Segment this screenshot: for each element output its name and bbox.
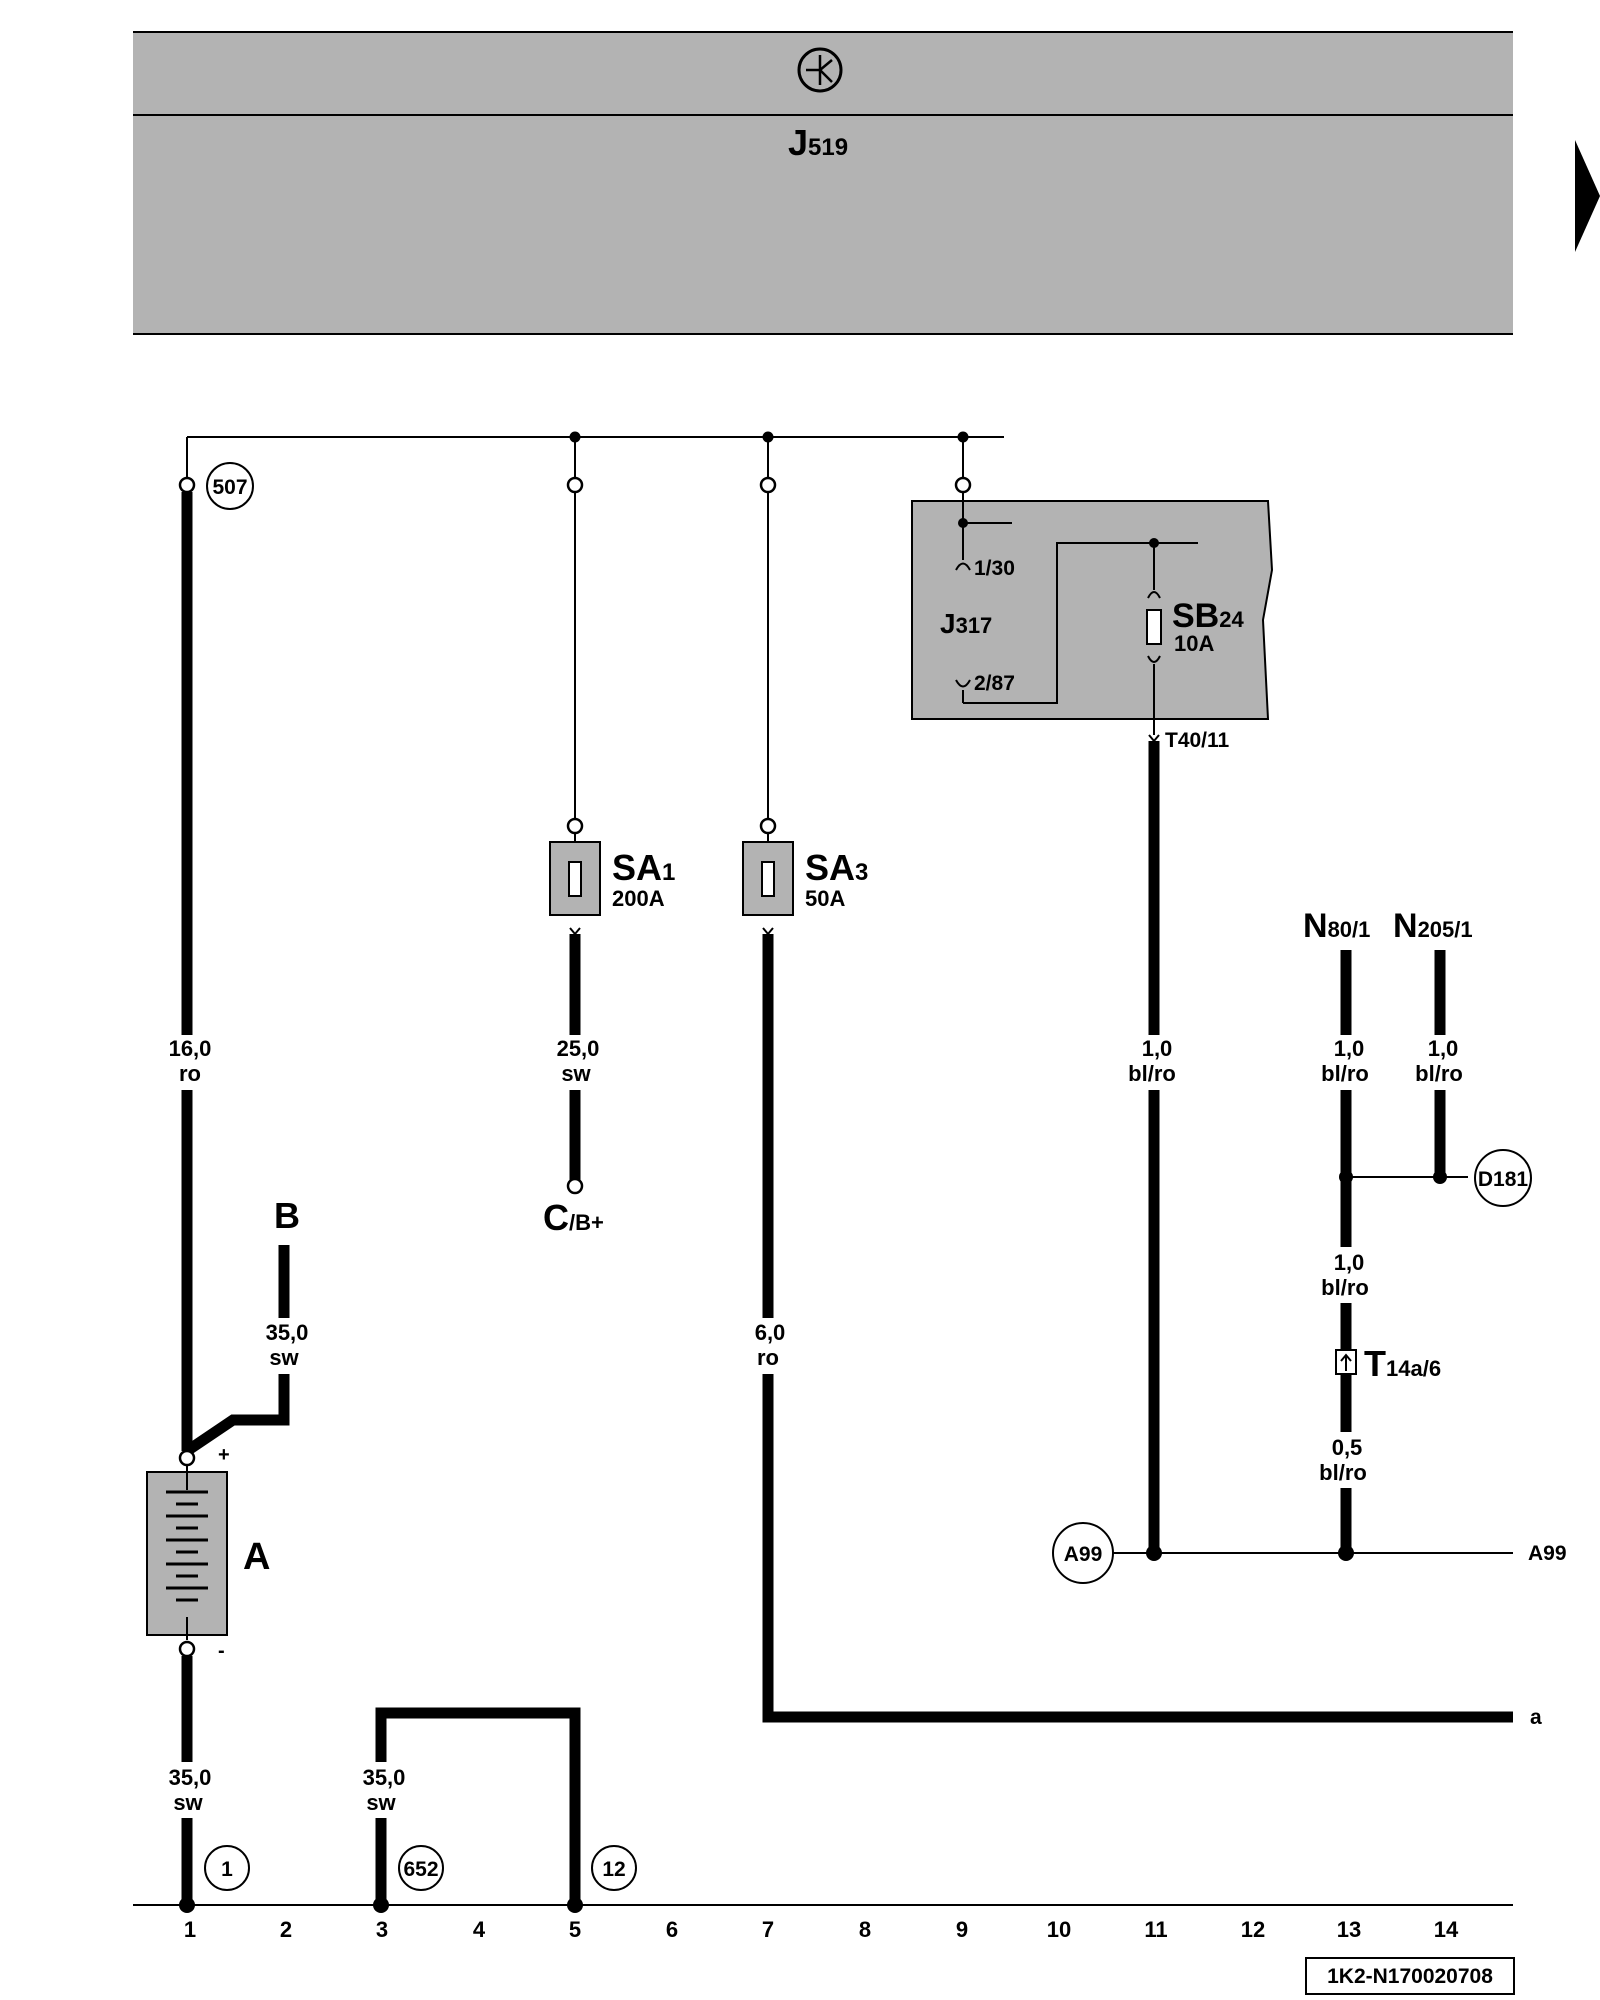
valve-n205-wire-color: bl/ro xyxy=(1415,1061,1463,1086)
column-number: 8 xyxy=(859,1917,871,1942)
column-number: 13 xyxy=(1337,1917,1361,1942)
relay-box: 1/30 J317 2/87 SB24 10A T40/11 xyxy=(911,476,1274,752)
triangle-right-icon[interactable] xyxy=(1575,140,1600,252)
mid-wire-color: bl/ro xyxy=(1321,1275,1369,1300)
column-number: 7 xyxy=(762,1917,774,1942)
column-number: 10 xyxy=(1047,1917,1071,1942)
fuse-sa1-wire-size: 25,0 xyxy=(557,1036,600,1061)
column-number: 9 xyxy=(956,1917,968,1942)
relay-label: J317 xyxy=(940,608,992,639)
column-number: 2 xyxy=(280,1917,292,1942)
ground-strap-color: sw xyxy=(366,1790,396,1815)
column-number: 1 xyxy=(184,1917,196,1942)
connector-t14-label: T14a/6 xyxy=(1364,1343,1441,1384)
battery-feed-wire: 507 16,0 ro xyxy=(160,462,254,1451)
a99-line: A99 A99 xyxy=(1052,1522,1567,1584)
valve-n80-wire-size: 1,0 xyxy=(1334,1036,1365,1061)
control-unit-panel: J519 xyxy=(133,31,1513,335)
control-unit-label: J519 xyxy=(788,122,848,163)
circle-label-d181: D181 xyxy=(1478,1168,1529,1191)
battery: + - A xyxy=(146,1444,270,1662)
diagram-code: 1K2-N170020708 xyxy=(1327,1965,1493,1988)
circle-label-652: 652 xyxy=(403,1858,438,1881)
top-bus xyxy=(186,431,1004,485)
diagram-code-box: 1K2-N170020708 xyxy=(1305,1957,1515,1995)
wire-color-507: ro xyxy=(179,1061,201,1086)
column-number: 3 xyxy=(376,1917,388,1942)
low-wire-color: bl/ro xyxy=(1319,1460,1367,1485)
t40-wire: 1,0 bl/ro xyxy=(1124,741,1184,1553)
valve-n205-wire-size: 1,0 xyxy=(1428,1036,1459,1061)
fuse-sa3-label: SA3 xyxy=(805,847,868,888)
output-a-label: a xyxy=(1530,1706,1542,1729)
battery-label: A xyxy=(243,1536,270,1578)
valve-n205-label: N205/1 xyxy=(1393,907,1473,945)
column-number: 12 xyxy=(1241,1917,1265,1942)
fuse-sb24-rating: 10A xyxy=(1174,631,1214,656)
fuse-sa1-branch: SA1 200A 25,0 sw C/B+ xyxy=(543,476,675,1238)
battery-ground-wire-size: 35,0 xyxy=(169,1765,212,1790)
fuse-sa3-wire-size: 6,0 xyxy=(755,1320,786,1345)
fuse-sa1-rating: 200A xyxy=(612,886,665,911)
column-number: 5 xyxy=(569,1917,581,1942)
arrow-circle-icon xyxy=(797,47,843,93)
ground-bus xyxy=(133,1897,1513,1913)
starter-wire-size: 35,0 xyxy=(266,1320,309,1345)
valve-n80-wire-color: bl/ro xyxy=(1321,1061,1369,1086)
mid-wire-size: 1,0 xyxy=(1334,1250,1365,1275)
battery-ground-wire-color: sw xyxy=(173,1790,203,1815)
connector-t14-icon xyxy=(1335,1349,1357,1375)
column-number: 6 xyxy=(666,1917,678,1942)
wire-size-507: 16,0 xyxy=(169,1036,212,1061)
relay-pin-top: 1/30 xyxy=(974,557,1015,580)
column-number: 11 xyxy=(1144,1917,1167,1942)
valve-n80-label: N80/1 xyxy=(1303,907,1370,945)
t40-wire-color: bl/ro xyxy=(1128,1061,1176,1086)
output-a99-label: A99 xyxy=(1528,1542,1567,1565)
circle-label-1: 1 xyxy=(221,1858,233,1881)
starter-label: B xyxy=(274,1195,300,1236)
fuse-sa3-wire-color: ro xyxy=(757,1345,779,1370)
low-wire-size: 0,5 xyxy=(1332,1435,1363,1460)
circle-label-507: 507 xyxy=(212,476,247,499)
column-number: 4 xyxy=(473,1917,486,1942)
relay-connector: T40/11 xyxy=(1165,729,1230,752)
fuse-sb24-label: SB24 xyxy=(1172,597,1244,635)
fuse-sa1-wire-color: sw xyxy=(561,1061,591,1086)
ground-strap-size: 35,0 xyxy=(363,1765,406,1790)
circle-label-a99: A99 xyxy=(1064,1543,1103,1566)
starter-wire-color: sw xyxy=(269,1345,299,1370)
ground-strap: 35,0 sw 652 12 xyxy=(355,1707,637,1905)
circle-label-12: 12 xyxy=(602,1858,625,1881)
starter-wire: B 35,0 sw xyxy=(183,1195,313,1456)
fuse-sa3-branch: SA3 50A 6,0 ro a xyxy=(742,476,1542,1729)
alternator-label: C/B+ xyxy=(543,1197,604,1238)
battery-ground-wire: 35,0 sw 1 xyxy=(160,1656,250,1905)
t40-wire-size: 1,0 xyxy=(1142,1036,1173,1061)
column-numbers: 1 2 3 4 5 6 7 8 9 10 11 12 13 14 xyxy=(184,1917,1459,1942)
battery-plus: + xyxy=(218,1444,230,1466)
fuse-sa3-rating: 50A xyxy=(805,886,845,911)
column-number: 14 xyxy=(1434,1917,1459,1942)
fuse-sa1-label: SA1 xyxy=(612,847,675,888)
relay-pin-bottom: 2/87 xyxy=(974,672,1015,695)
battery-minus: - xyxy=(218,1640,225,1662)
valve-wires: N80/1 N205/1 1,0 bl/ro 1,0 bl/ro D181 1,… xyxy=(1303,907,1532,1553)
